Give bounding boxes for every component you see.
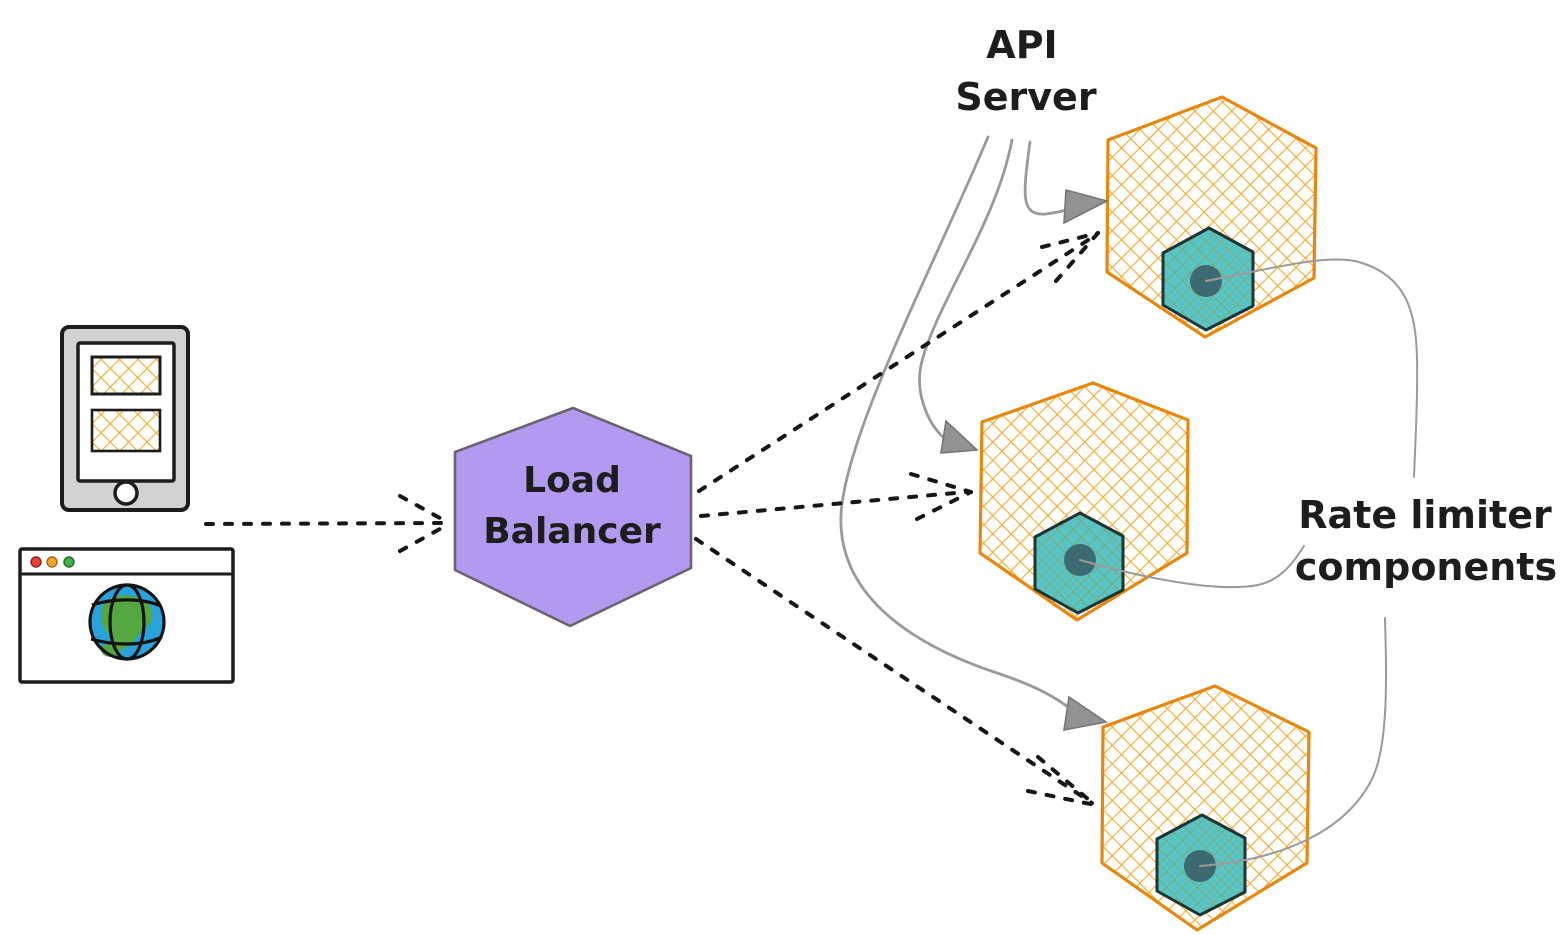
lb-to-server2-arrowhead-upper (909, 472, 973, 494)
lb-to-server3-arrowhead-lower (1026, 789, 1097, 807)
api-server-hexagon-1 (1105, 95, 1318, 339)
phone-screen-block-2 (90, 408, 162, 453)
api-server-label-line1: API (986, 23, 1057, 67)
rate-limiter-connector-2 (1079, 545, 1305, 589)
api-server-node-3 (1100, 684, 1311, 932)
lb-to-server2-arrow (699, 490, 968, 518)
load-balancer-label-line1: Load (523, 460, 621, 501)
api-server-node-2 (978, 381, 1190, 622)
load-balancer-node: Load Balancer (453, 406, 693, 628)
dotted-request-arrows (204, 231, 1100, 807)
rate-limiter-connector-1 (1205, 258, 1419, 478)
arrowhead-pointer-2 (940, 419, 979, 454)
browser-dot-red (30, 556, 42, 568)
web-browser-icon (18, 547, 235, 684)
api-server-label: API Server (955, 23, 1096, 119)
rate-limiter-connectors (1079, 258, 1419, 867)
api-server-hexagon-2 (978, 381, 1190, 622)
load-balancer-hexagon (453, 406, 693, 628)
rate-limiter-label-line1: Rate limiter (1298, 493, 1552, 537)
rate-limiter-label: Rate limiter components (1295, 493, 1557, 589)
rate-limiter-label-line2: components (1295, 545, 1557, 589)
browser-dot-yellow (46, 556, 58, 568)
clients-to-lb-arrowhead-upper (398, 494, 451, 525)
arrowhead-pointer-3 (1063, 695, 1109, 731)
browser-dot-green (63, 556, 75, 568)
arrowhead-pointer-1 (1063, 188, 1110, 225)
phone-home-button (113, 480, 139, 506)
api-server-label-line2: Server (955, 75, 1096, 119)
api-server-pointer-3 (839, 135, 1070, 709)
lb-to-server3-arrowhead-upper (1036, 755, 1097, 807)
lb-to-server3-arrow (694, 537, 1094, 805)
api-server-hexagon-3 (1100, 684, 1311, 932)
rate-limiter-connector-3 (1199, 617, 1388, 867)
load-balancer-label-line2: Balancer (483, 511, 661, 552)
clients-to-lb-arrow (204, 521, 450, 526)
mobile-phone-icon (60, 325, 190, 512)
api-server-node-1 (1105, 95, 1318, 339)
lb-to-server1-arrow (697, 233, 1098, 493)
phone-screen-block-1 (90, 355, 162, 396)
clients-to-lb-arrowhead-lower (398, 522, 451, 553)
lb-to-server2-arrowhead-lower (915, 490, 973, 521)
globe-icon (88, 583, 166, 661)
